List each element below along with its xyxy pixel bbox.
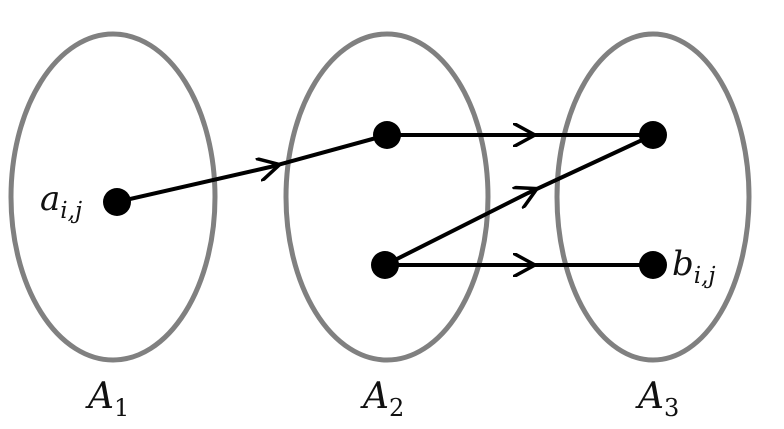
set-label-a1: A1 — [85, 376, 129, 422]
node-b-ij — [639, 251, 667, 279]
point-label-b: bi,j — [672, 244, 716, 289]
arrow-a1-to-a2 — [116, 133, 388, 204]
point-label-a: ai,j — [40, 179, 82, 224]
set-a3-ellipse — [554, 31, 752, 363]
set-a1-ellipse — [8, 31, 218, 363]
set-label-a3: A3 — [635, 376, 679, 422]
set-a2-ellipse — [283, 31, 491, 363]
node-a2-top — [373, 121, 401, 149]
node-a2-bottom — [371, 251, 399, 279]
node-a-ij — [103, 188, 131, 216]
node-a3-top — [639, 121, 667, 149]
arrow-a2-bottom-to-a3-top — [384, 133, 654, 267]
set-label-a2: A2 — [360, 376, 404, 422]
